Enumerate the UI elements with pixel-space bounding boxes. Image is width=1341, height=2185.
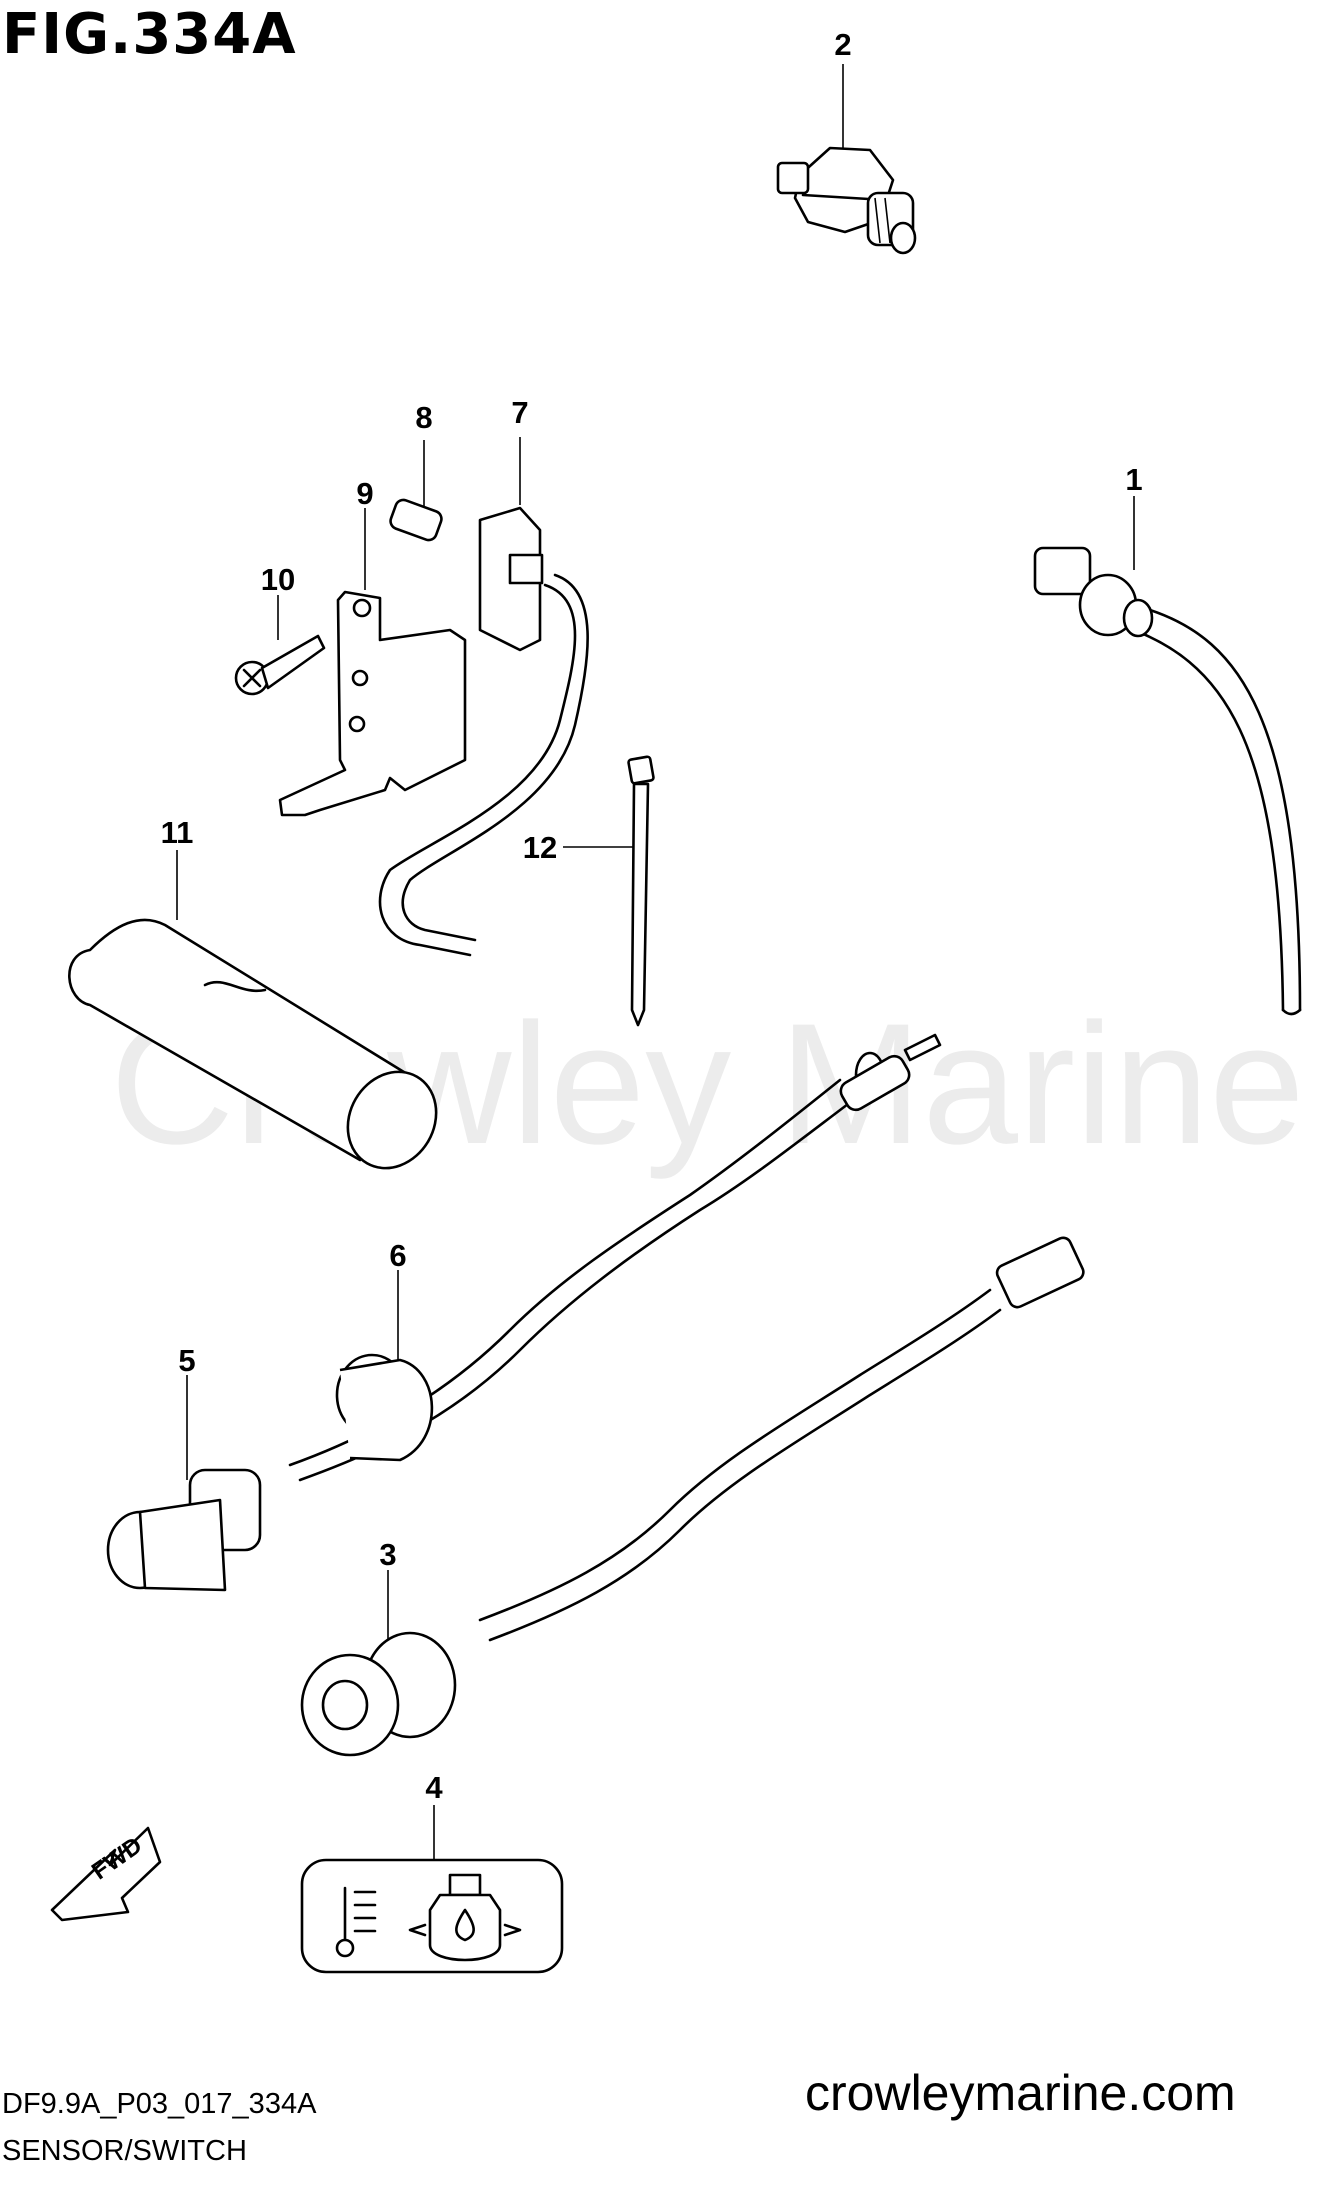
part-9-bracket xyxy=(278,590,467,817)
fwd-arrow-icon xyxy=(50,1826,162,1922)
callout-8: 8 xyxy=(415,400,433,435)
callout-2: 2 xyxy=(834,27,852,62)
reference-code: DF9.9A_P03_017_334A xyxy=(2,2088,317,2120)
callout-6: 6 xyxy=(389,1238,407,1273)
part-8-cap xyxy=(389,498,443,542)
part-7-switch xyxy=(378,506,589,957)
part-6-grommet xyxy=(335,1353,434,1462)
part-4-indicator-label xyxy=(300,1858,564,1974)
figure-title: FIG.334A xyxy=(2,2,297,67)
leader-lines xyxy=(176,64,1135,1862)
part-12-cable-tie xyxy=(627,755,655,1027)
figure-caption: SENSOR/SWITCH xyxy=(2,2135,247,2167)
part-5-switch xyxy=(106,1468,262,1592)
part-10-screw xyxy=(234,634,326,696)
part-3-sensor-harness xyxy=(300,1236,1085,1757)
callout-1: 1 xyxy=(1125,462,1143,497)
temperature-icon xyxy=(335,1886,377,1958)
callout-9: 9 xyxy=(356,476,374,511)
callout-4: 4 xyxy=(425,1770,443,1805)
part-2-pressure-switch xyxy=(776,146,917,255)
callout-11: 11 xyxy=(160,815,194,850)
callout-7: 7 xyxy=(511,395,529,430)
callout-12: 12 xyxy=(522,830,558,865)
callout-3: 3 xyxy=(379,1537,397,1572)
website-label: crowleymarine.com xyxy=(805,2065,1236,2121)
part-11-sleeve xyxy=(68,918,438,1170)
oil-pressure-icon xyxy=(408,1873,522,1962)
callout-10: 10 xyxy=(260,562,296,597)
callout-5: 5 xyxy=(178,1343,196,1378)
part-1-temperature-sensor xyxy=(1033,546,1302,1016)
